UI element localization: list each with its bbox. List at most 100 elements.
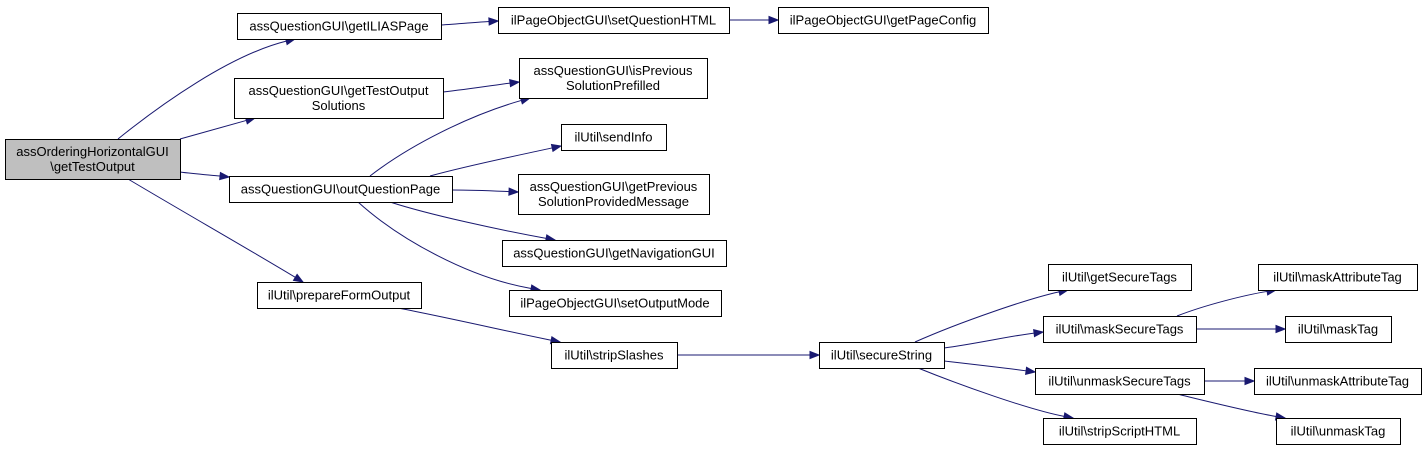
node-label-line: ilUtil\maskSecureTags <box>1056 322 1184 337</box>
node-label-line: SolutionPrefilled <box>566 78 660 93</box>
node-unmask-tag[interactable]: ilUtil\unmaskTag <box>1276 418 1401 445</box>
edge-line <box>117 40 287 140</box>
node-box <box>1254 368 1422 395</box>
node-label-line: SolutionProvidedMessage <box>538 194 689 209</box>
node-label-line: \getTestOutput <box>50 159 135 174</box>
node-get-navigation-gui[interactable]: assQuestionGUI\getNavigationGUI <box>502 240 727 267</box>
node-label-line: ilPageObjectGUI\setOutputMode <box>520 296 709 311</box>
node-prepare-form-output[interactable]: ilUtil\prepareFormOutput <box>257 282 422 309</box>
edge-line <box>943 360 1027 372</box>
arrowhead-icon <box>292 273 305 283</box>
edge-line <box>397 307 552 341</box>
node-label-line: ilUtil\unmaskTag <box>1291 424 1386 439</box>
edge-mask-secure-tags-to-mask-attribute-tag <box>1176 287 1278 317</box>
node-get-previous-solution-provided-message[interactable]: assQuestionGUI\getPreviousSolutionProvid… <box>518 174 710 215</box>
node-unmask-secure-tags[interactable]: ilUtil\unmaskSecureTags <box>1035 368 1205 395</box>
arrowhead-icon <box>488 17 500 26</box>
node-label-line: ilUtil\stripSlashes <box>565 348 664 363</box>
node-label-line: assQuestionGUI\outQuestionPage <box>241 182 440 197</box>
node-label-line: ilUtil\sendInfo <box>574 130 652 145</box>
edge-root-to-get-test-output-solutions <box>179 116 257 140</box>
edge-line <box>1176 393 1277 417</box>
node-box <box>234 78 444 119</box>
node-label-line: ilUtil\prepareFormOutput <box>268 288 411 303</box>
node-send-info[interactable]: ilUtil\sendInfo <box>561 124 667 151</box>
edge-out-question-page-to-send-info <box>429 143 563 177</box>
node-box <box>819 342 945 369</box>
node-strip-slashes[interactable]: ilUtil\stripSlashes <box>551 342 678 369</box>
edge-line <box>369 99 522 177</box>
edge-line <box>389 201 547 239</box>
edge-strip-slashes-to-secure-string <box>677 350 821 360</box>
node-get-secure-tags[interactable]: ilUtil\getSecureTags <box>1048 264 1192 291</box>
arrowhead-icon <box>809 350 821 360</box>
nodes-layer: assOrderingHorizontalGUI\getTestOutputas… <box>5 7 1422 445</box>
node-is-previous-solution-prefilled[interactable]: assQuestionGUI\isPreviousSolutionPrefill… <box>519 58 708 99</box>
node-box <box>1035 368 1205 395</box>
node-label-line: ilUtil\unmaskAttributeTag <box>1266 374 1409 389</box>
node-label-line: ilPageObjectGUI\getPageConfig <box>790 13 976 28</box>
edge-line <box>943 332 1035 349</box>
edge-get-iliaspage-to-set-question-html <box>440 17 500 26</box>
node-label-line: assQuestionGUI\getILIASPage <box>249 19 428 34</box>
node-label-line: ilUtil\maskAttributeTag <box>1273 270 1402 285</box>
edge-unmask-secure-tags-to-unmask-tag <box>1176 393 1287 421</box>
edge-line <box>442 82 511 93</box>
arrowhead-icon <box>1244 376 1256 386</box>
node-box <box>1048 264 1192 291</box>
arrowhead-icon <box>509 78 521 88</box>
node-label-line: assQuestionGUI\getNavigationGUI <box>513 246 715 261</box>
node-box <box>509 290 722 317</box>
node-label-line: ilUtil\stripScriptHTML <box>1059 424 1180 439</box>
edge-line <box>914 291 1060 343</box>
arrowhead-icon <box>1025 366 1037 375</box>
edge-root-to-out-question-page <box>179 171 231 181</box>
arrowhead-icon <box>1275 324 1287 334</box>
node-box <box>778 7 989 34</box>
edge-set-question-html-to-get-page-config <box>729 15 780 25</box>
node-mask-secure-tags[interactable]: ilUtil\maskSecureTags <box>1043 316 1197 343</box>
node-box <box>1258 264 1418 291</box>
node-label-line: ilPageObjectGUI\setQuestionHTML <box>511 13 716 28</box>
edge-root-to-prepare-form-output <box>127 178 305 283</box>
node-label-line: Solutions <box>312 98 366 113</box>
node-label-line: ilUtil\unmaskSecureTags <box>1048 374 1191 389</box>
node-box <box>1276 418 1401 445</box>
node-root[interactable]: assOrderingHorizontalGUI\getTestOutput <box>5 139 181 180</box>
edge-line <box>179 171 221 177</box>
node-box <box>1043 418 1197 445</box>
edge-out-question-page-to-get-previous-solution-provided-message <box>451 187 520 196</box>
node-box <box>518 174 710 215</box>
node-get-page-config[interactable]: ilPageObjectGUI\getPageConfig <box>778 7 989 34</box>
node-box <box>237 13 442 40</box>
node-out-question-page[interactable]: assQuestionGUI\outQuestionPage <box>229 176 453 203</box>
node-mask-tag[interactable]: ilUtil\maskTag <box>1285 316 1392 343</box>
arrowhead-icon <box>219 171 231 181</box>
node-set-question-html[interactable]: ilPageObjectGUI\setQuestionHTML <box>498 7 730 34</box>
arrowhead-icon <box>1033 328 1045 338</box>
edge-secure-string-to-unmask-secure-tags <box>943 360 1037 375</box>
edge-line <box>917 367 1065 417</box>
node-box <box>229 176 453 203</box>
node-get-iliaspage[interactable]: assQuestionGUI\getILIASPage <box>237 13 442 40</box>
arrowhead-icon <box>768 15 780 25</box>
edge-line <box>440 20 490 26</box>
edge-prepare-form-output-to-strip-slashes <box>397 307 562 345</box>
node-box <box>1043 316 1197 343</box>
node-label-line: ilUtil\maskTag <box>1298 322 1378 337</box>
node-strip-script-html[interactable]: ilUtil\stripScriptHTML <box>1043 418 1197 445</box>
edge-line <box>429 147 553 177</box>
node-box <box>498 7 730 34</box>
node-secure-string[interactable]: ilUtil\secureString <box>819 342 945 369</box>
node-unmask-attribute-tag[interactable]: ilUtil\unmaskAttributeTag <box>1254 368 1422 395</box>
arrowhead-icon <box>550 143 563 153</box>
node-mask-attribute-tag[interactable]: ilUtil\maskAttributeTag <box>1258 264 1418 291</box>
node-box <box>519 58 708 99</box>
node-set-output-mode[interactable]: ilPageObjectGUI\setOutputMode <box>509 290 722 317</box>
node-label-line: assOrderingHorizontalGUI <box>16 144 168 159</box>
arrowhead-icon <box>508 187 520 196</box>
node-label-line: assQuestionGUI\isPrevious <box>534 63 693 78</box>
edge-line <box>179 119 247 140</box>
edge-get-test-output-solutions-to-is-previous-solution-prefilled <box>442 78 521 93</box>
